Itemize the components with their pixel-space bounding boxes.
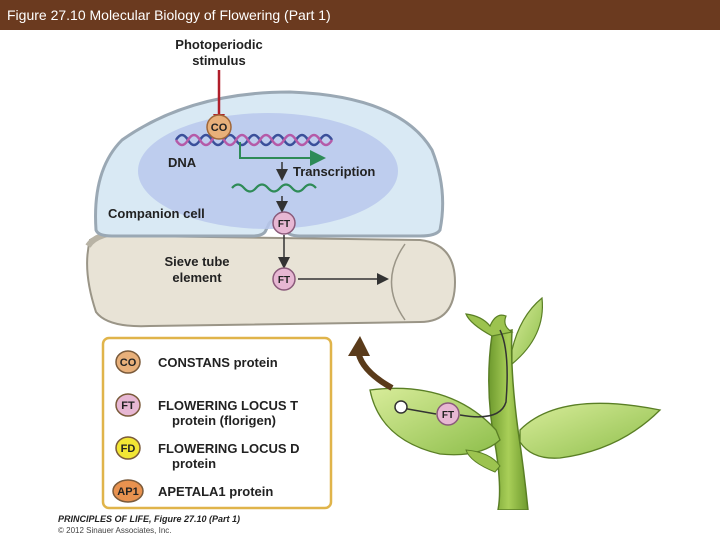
ft-label-plant: FT	[442, 410, 454, 421]
signal-origin-circle	[394, 400, 408, 414]
title-bar: Figure 27.10 Molecular Biology of Flower…	[0, 0, 720, 30]
dna-strand-2	[174, 133, 334, 147]
dna-strand-1	[174, 133, 334, 147]
dna-label: DNA	[168, 155, 197, 170]
figure-title: Figure 27.10 Molecular Biology of Flower…	[7, 7, 331, 23]
plant-illustration	[369, 296, 662, 510]
companion-cell	[94, 90, 445, 238]
legend-swatch	[112, 479, 144, 503]
legend-swatch	[115, 350, 141, 374]
legend-text-line1: APETALA1 protein	[158, 484, 273, 499]
stimulus-label-line2: stimulus	[192, 53, 245, 68]
transcription-label: Transcription	[293, 164, 375, 179]
legend-text-line2: protein (florigen)	[172, 413, 276, 428]
legend-abbr: CO	[120, 357, 137, 369]
legend-swatch	[115, 436, 141, 460]
right-leaf	[519, 402, 662, 459]
upper-leaf	[511, 296, 544, 366]
plant-stem	[488, 329, 529, 510]
mrna-wave	[231, 183, 317, 193]
legend-text-line2: protein	[172, 456, 216, 471]
co-protein	[206, 114, 232, 140]
figure-credit: PRINCIPLES OF LIFE, Figure 27.10 (Part 1…	[58, 513, 240, 537]
ft-protein-sieve	[272, 267, 296, 291]
legend-box	[101, 336, 333, 510]
legend-text-line1: FLOWERING LOCUS T	[158, 398, 298, 413]
legend-item: CO CONSTANS protein	[115, 350, 278, 374]
credit-line1: PRINCIPLES OF LIFE, Figure 27.10 (Part 1…	[58, 514, 241, 524]
legend-item: AP1 APETALA1 protein	[112, 479, 273, 503]
stimulus-label-line1: Photoperiodic	[175, 37, 262, 52]
sieve-label-line2: element	[172, 270, 222, 285]
ft-label-companion: FT	[278, 219, 290, 230]
signal-path-leaf	[401, 407, 437, 415]
left-leaf	[369, 387, 501, 456]
legend-text-line1: FLOWERING LOCUS D	[158, 441, 300, 456]
lower-leaf-stub	[465, 449, 501, 473]
legend-text-line1: CONSTANS protein	[158, 355, 278, 370]
ft-label-sieve: FT	[278, 275, 290, 286]
nucleus	[138, 113, 398, 229]
legend-abbr: AP1	[117, 486, 138, 498]
ft-protein-plant	[436, 402, 460, 426]
legend-abbr: FT	[121, 400, 135, 412]
ft-protein-companion	[272, 211, 296, 235]
companion-cell-label: Companion cell	[108, 206, 205, 221]
sieve-tube-element	[85, 228, 457, 328]
legend-abbr: FD	[121, 443, 136, 455]
transcription-start-arrow	[239, 142, 326, 166]
signal-path-stem	[459, 329, 508, 418]
credit-line2: © 2012 Sinauer Associates, Inc.	[58, 526, 172, 535]
leaf-to-zoom-arrowhead	[348, 336, 370, 356]
flowering-diagram: Photoperiodic stimulus DNA CO Transcript…	[85, 37, 662, 510]
legend-swatch	[115, 393, 141, 417]
sieve-label-line1: Sieve tube	[164, 254, 229, 269]
shoot-tip	[465, 313, 514, 337]
co-protein-label: CO	[211, 122, 228, 134]
